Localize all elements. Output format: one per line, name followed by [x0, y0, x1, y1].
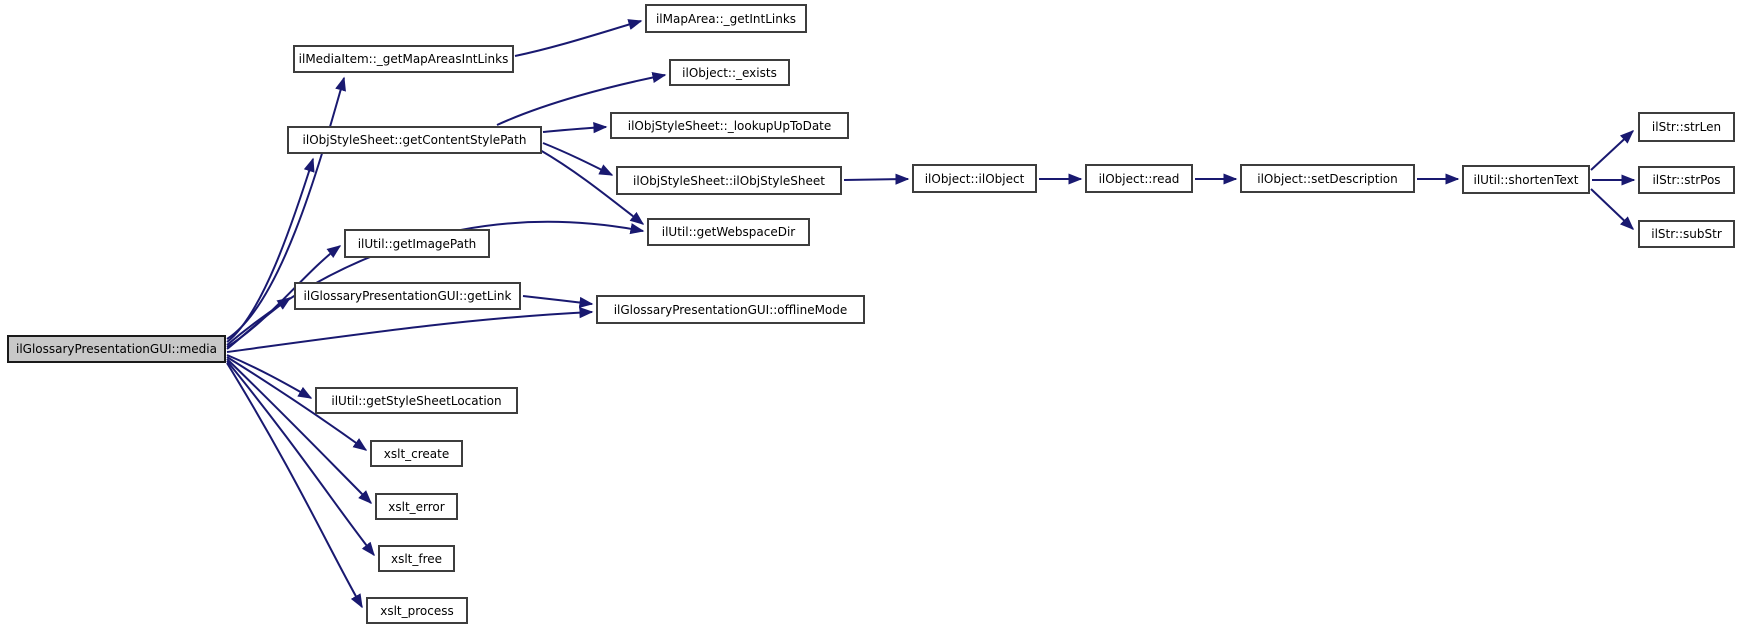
node-get-image-path[interactable]: ilUtil::getImagePath — [344, 229, 490, 258]
node-get-map-areas-int-links[interactable]: ilMediaItem::_getMapAreasIntLinks — [293, 45, 514, 73]
node-get-link[interactable]: ilGlossaryPresentationGUI::getLink — [294, 282, 521, 310]
edge-media-to-xslt-process — [226, 362, 363, 609]
node-set-description[interactable]: ilObject::setDescription — [1240, 164, 1415, 193]
node-get-int-links[interactable]: ilMapArea::_getIntLinks — [645, 4, 807, 33]
edge-get-link-to-offline-mode — [522, 295, 594, 308]
edge-get-content-style-path-to-get-webspace-dir — [539, 149, 645, 225]
edge-ilobjstylesheet-ctor-to-ilobject-ctor — [843, 173, 910, 185]
edge-media-to-get-link — [226, 297, 292, 350]
node-lookup-up-to-date[interactable]: ilObjStyleSheet::_lookupUpToDate — [610, 112, 849, 139]
node-ilobjstylesheet-ctor[interactable]: ilObjStyleSheet::ilObjStyleSheet — [616, 166, 842, 195]
node-xslt-create[interactable]: xslt_create — [370, 440, 463, 467]
edge-media-to-xslt-error — [226, 358, 372, 504]
edge-media-to-xslt-create — [226, 356, 368, 451]
node-read[interactable]: ilObject::read — [1085, 164, 1193, 193]
node-xslt-error[interactable]: xslt_error — [375, 493, 458, 520]
node-offline-mode[interactable]: ilGlossaryPresentationGUI::offlineMode — [596, 295, 865, 324]
edge-shorten-text-to-str-len — [1590, 130, 1635, 171]
node-get-content-style-path[interactable]: ilObjStyleSheet::getContentStylePath — [287, 126, 542, 154]
node-ilobject-ctor[interactable]: ilObject::ilObject — [912, 164, 1037, 193]
edge-media-to-get-style-sheet-location — [226, 354, 313, 399]
edge-media-to-offline-mode — [226, 307, 594, 353]
edge-get-content-style-path-to-ilobjstylesheet-ctor — [542, 142, 614, 176]
node-xslt-process[interactable]: xslt_process — [366, 597, 468, 624]
node-xslt-free[interactable]: xslt_free — [378, 545, 455, 572]
node-sub-str[interactable]: ilStr::subStr — [1638, 220, 1735, 248]
edge-get-content-style-path-to-lookup-up-to-date — [542, 122, 608, 134]
node-shorten-text[interactable]: ilUtil::shortenText — [1462, 165, 1590, 194]
edge-get-map-areas-int-links-to-get-int-links — [514, 19, 643, 57]
edge-media-to-xslt-free — [226, 360, 375, 557]
edge-get-content-style-path-to-exists — [496, 71, 667, 126]
node-str-len[interactable]: ilStr::strLen — [1638, 112, 1735, 142]
node-get-style-sheet-location[interactable]: ilUtil::getStyleSheetLocation — [315, 387, 518, 414]
node-get-webspace-dir[interactable]: ilUtil::getWebspaceDir — [647, 218, 810, 246]
edge-media-to-get-content-style-path — [226, 157, 315, 343]
node-media: ilGlossaryPresentationGUI::media — [7, 335, 226, 363]
node-str-pos[interactable]: ilStr::strPos — [1638, 166, 1735, 194]
node-exists[interactable]: ilObject::_exists — [669, 59, 790, 86]
edge-shorten-text-to-sub-str — [1590, 188, 1635, 230]
